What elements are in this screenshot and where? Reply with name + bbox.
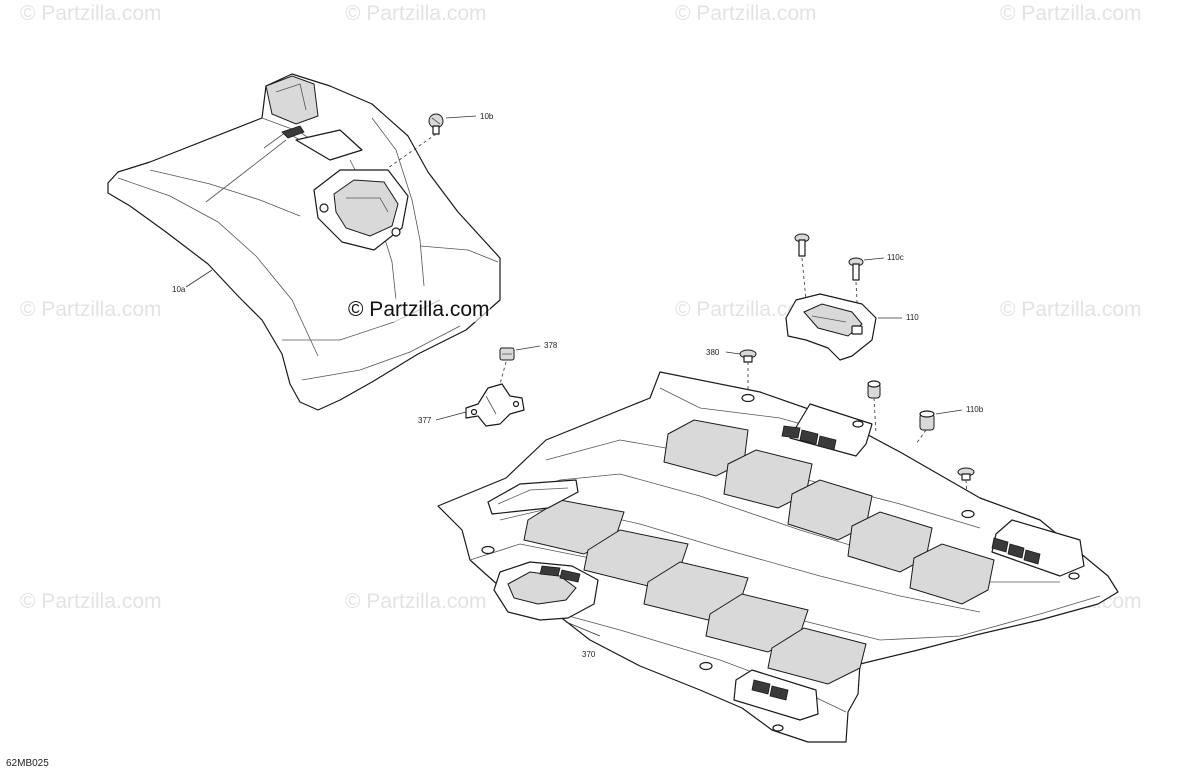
well-nut-110b[interactable] <box>919 410 935 431</box>
watermark: © Partzilla.com <box>1000 2 1142 25</box>
watermark: © Partzilla.com <box>20 2 162 25</box>
callout-10b[interactable]: 10b <box>480 112 494 121</box>
well-nut[interactable] <box>867 380 881 399</box>
nut-378[interactable] <box>499 347 515 361</box>
leader-110b <box>935 409 963 415</box>
leader-10b <box>445 115 477 119</box>
callout-380[interactable]: 380 <box>706 348 720 357</box>
center-watermark: © Partzilla.com <box>348 298 490 322</box>
leader-10a <box>185 269 213 288</box>
callout-378[interactable]: 378 <box>544 341 558 350</box>
leader-377 <box>435 411 467 421</box>
leader-370 <box>565 621 601 637</box>
callout-110c[interactable]: 110c <box>887 253 904 262</box>
rear-fender-panel-10a[interactable] <box>107 73 501 411</box>
watermark: © Partzilla.com <box>1000 298 1142 321</box>
bracket-clip-377[interactable] <box>465 383 525 427</box>
plug-380[interactable] <box>739 349 757 363</box>
watermark: © Partzilla.com <box>675 298 817 321</box>
callout-377[interactable]: 377 <box>418 416 432 425</box>
screw-110c[interactable] <box>794 233 864 281</box>
handle-grip-110[interactable] <box>785 293 877 361</box>
leader-110c <box>863 257 885 261</box>
diagram-code: 62MB025 <box>6 758 49 769</box>
callout-10a[interactable]: 10a <box>172 285 186 294</box>
leader-378-dash <box>499 361 507 385</box>
callout-110b[interactable]: 110b <box>966 405 984 414</box>
watermark: © Partzilla.com <box>20 298 162 321</box>
watermark: © Partzilla.com <box>345 590 487 613</box>
callout-370[interactable]: 370 <box>582 650 596 659</box>
watermark: © Partzilla.com <box>345 2 487 25</box>
callout-110[interactable]: 110 <box>906 313 919 322</box>
leader-110b-dash <box>915 429 927 445</box>
plug[interactable] <box>957 467 975 481</box>
watermark: © Partzilla.com <box>20 590 162 613</box>
screw-10b[interactable] <box>428 113 444 135</box>
leader-110c-dash-a <box>801 257 807 301</box>
leader-10b-dash <box>387 133 437 169</box>
leader-380 <box>725 351 741 355</box>
cargo-deck-plate-370[interactable] <box>437 371 1119 743</box>
leader-378 <box>515 345 541 351</box>
leader-wellnut-dash <box>873 397 877 435</box>
watermark: © Partzilla.com <box>675 2 817 25</box>
